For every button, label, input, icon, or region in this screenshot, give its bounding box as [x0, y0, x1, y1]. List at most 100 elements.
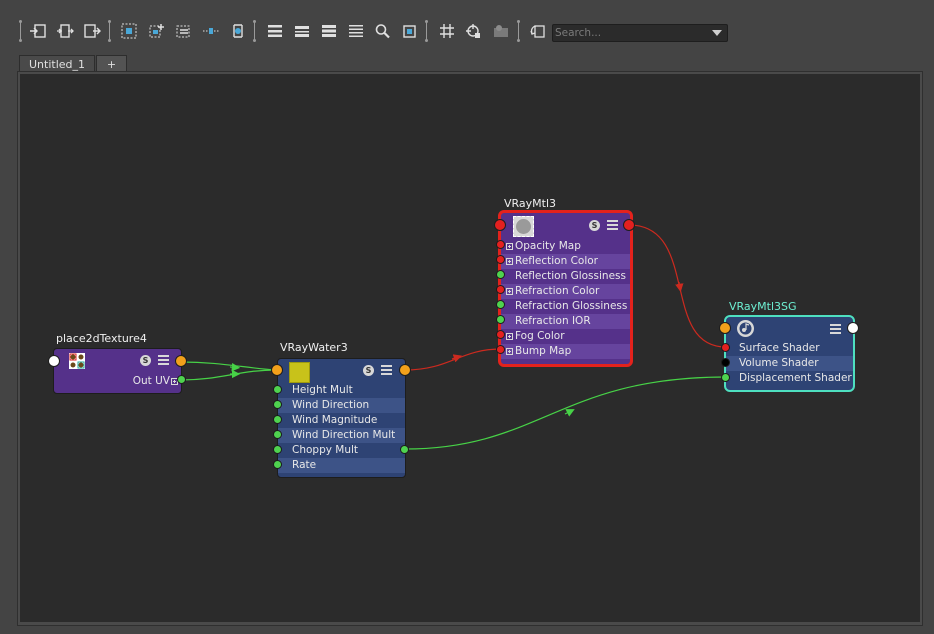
out-uv-plug[interactable]: [177, 375, 186, 384]
attr-label: Out UV: [132, 375, 170, 387]
refraction-color-plug[interactable]: [496, 285, 505, 294]
choppy-mult-plug[interactable]: [273, 445, 282, 454]
graph-layout-icon[interactable]: [200, 21, 222, 41]
input-port[interactable]: [719, 322, 731, 334]
expand-icon[interactable]: [506, 258, 513, 265]
swatch-toggle-icon[interactable]: S: [589, 220, 600, 231]
material-swatch-icon: [513, 216, 534, 237]
wire-water-to-bumpmap: [404, 348, 502, 371]
swatch-toggle-icon[interactable]: S: [140, 355, 151, 366]
plus-icon: +: [106, 57, 117, 71]
swatches-icon[interactable]: [490, 21, 512, 41]
attr-row-displacement-shader[interactable]: Displacement Shader: [726, 371, 853, 386]
toolbar-separator: [19, 20, 22, 40]
wind-direction-mult-plug[interactable]: [273, 430, 282, 439]
opacity-map-plug[interactable]: [496, 240, 505, 249]
attr-row-refraction-glossiness[interactable]: Refraction Glossiness: [501, 299, 630, 314]
node-title-vraywater: VRayWater3: [280, 341, 348, 354]
attribute-list-icon[interactable]: [158, 355, 169, 365]
choppy-mult-out-plug[interactable]: [400, 445, 409, 454]
volume-shader-plug[interactable]: [721, 358, 730, 367]
node-vraymtl-sg[interactable]: Surface Shader Volume Shader Displacemen…: [724, 315, 855, 392]
refraction-ior-plug[interactable]: [496, 315, 505, 324]
output-port[interactable]: [623, 219, 635, 231]
attr-row-fog-color[interactable]: Fog Color: [501, 329, 630, 344]
attr-row-wind-magnitude[interactable]: Wind Magnitude: [278, 413, 405, 428]
output-connections-icon[interactable]: [81, 21, 103, 41]
attribute-list-icon[interactable]: [607, 220, 618, 230]
input-port[interactable]: [494, 219, 506, 231]
displacement-shader-plug[interactable]: [721, 373, 730, 382]
expand-icon[interactable]: [506, 333, 513, 340]
attr-row-wind-direction-mult[interactable]: Wind Direction Mult: [278, 428, 405, 443]
frame-icon[interactable]: [399, 21, 421, 41]
node-vraymtl[interactable]: S Opacity Map Reflection Color Reflectio…: [498, 210, 633, 367]
attr-row-volume-shader[interactable]: Volume Shader: [726, 356, 853, 371]
refraction-glossiness-plug[interactable]: [496, 300, 505, 309]
input-output-connections-icon[interactable]: [54, 21, 76, 41]
add-tab-button[interactable]: +: [96, 55, 127, 72]
chevron-down-icon[interactable]: [712, 30, 722, 36]
attr-row-bump-map[interactable]: Bump Map: [501, 344, 630, 359]
search-icon[interactable]: [372, 21, 394, 41]
hide-nodes-icon[interactable]: [227, 21, 249, 41]
node-vraywater[interactable]: S Height Mult Wind Direction Wind Magnit…: [277, 358, 406, 478]
input-port[interactable]: [48, 355, 60, 367]
rate-plug[interactable]: [273, 460, 282, 469]
input-connections-icon[interactable]: [27, 21, 49, 41]
tab-untitled-1[interactable]: Untitled_1: [19, 55, 95, 72]
attr-row-refraction-color[interactable]: Refraction Color: [501, 284, 630, 299]
attr-row-refraction-ior[interactable]: Refraction IOR: [501, 314, 630, 329]
attr-row-surface-shader[interactable]: Surface Shader: [726, 341, 853, 356]
refresh-icon[interactable]: [527, 21, 549, 41]
wind-magnitude-plug[interactable]: [273, 415, 282, 424]
expand-icon[interactable]: [506, 243, 513, 250]
snap-to-grid-icon[interactable]: [463, 21, 485, 41]
bump-map-plug[interactable]: [496, 345, 505, 354]
attr-row-out-uv[interactable]: Out UV: [54, 374, 181, 389]
remove-selected-icon[interactable]: [173, 21, 195, 41]
reflection-color-plug[interactable]: [496, 255, 505, 264]
node-graph-canvas[interactable]: place2dTexture4 S Out UV VRayWater3 S He…: [20, 74, 920, 622]
wind-direction-plug[interactable]: [273, 400, 282, 409]
node-editor-toolbar: [0, 0, 934, 52]
select-all-icon[interactable]: [118, 21, 140, 41]
node-title-vraymtl-sg: VRayMtl3SG: [729, 300, 797, 313]
swatch-toggle-icon[interactable]: S: [363, 365, 374, 376]
attr-row-rate[interactable]: Rate: [278, 458, 405, 473]
add-selected-icon[interactable]: [146, 21, 168, 41]
reflection-glossiness-plug[interactable]: [496, 270, 505, 279]
toolbar-separator: [517, 20, 520, 40]
full-view-icon[interactable]: [318, 21, 340, 41]
input-port[interactable]: [271, 364, 283, 376]
attr-row-choppy-mult[interactable]: Choppy Mult: [278, 443, 405, 458]
fog-color-plug[interactable]: [496, 330, 505, 339]
search-field[interactable]: [552, 24, 728, 42]
shading-group-icon: [737, 320, 754, 337]
search-input[interactable]: [555, 26, 705, 40]
attr-row-height-mult[interactable]: Height Mult: [278, 383, 405, 398]
connection-wires: [180, 224, 727, 450]
output-port[interactable]: [847, 322, 859, 334]
connected-view-icon[interactable]: [291, 21, 313, 41]
attribute-list-icon[interactable]: [830, 324, 841, 334]
wire-outuv-to-water-2: [180, 361, 277, 371]
surface-shader-plug[interactable]: [721, 343, 730, 352]
expand-icon[interactable]: [506, 288, 513, 295]
attr-row-reflection-glossiness[interactable]: Reflection Glossiness: [501, 269, 630, 284]
node-place2dtexture[interactable]: S Out UV: [53, 348, 182, 394]
attr-row-opacity-map[interactable]: Opacity Map: [501, 239, 630, 254]
custom-view-icon[interactable]: [345, 21, 367, 41]
simple-view-icon[interactable]: [264, 21, 286, 41]
wire-outuv-to-water: [180, 369, 277, 381]
attribute-list-icon[interactable]: [381, 365, 392, 375]
expand-icon[interactable]: [506, 348, 513, 355]
height-mult-plug[interactable]: [273, 385, 282, 394]
grid-icon[interactable]: [436, 21, 458, 41]
output-port[interactable]: [399, 364, 411, 376]
toolbar-separator: [108, 20, 111, 40]
water-swatch-icon: [289, 362, 310, 383]
attr-row-reflection-color[interactable]: Reflection Color: [501, 254, 630, 269]
attr-row-wind-direction[interactable]: Wind Direction: [278, 398, 405, 413]
output-port[interactable]: [175, 355, 187, 367]
